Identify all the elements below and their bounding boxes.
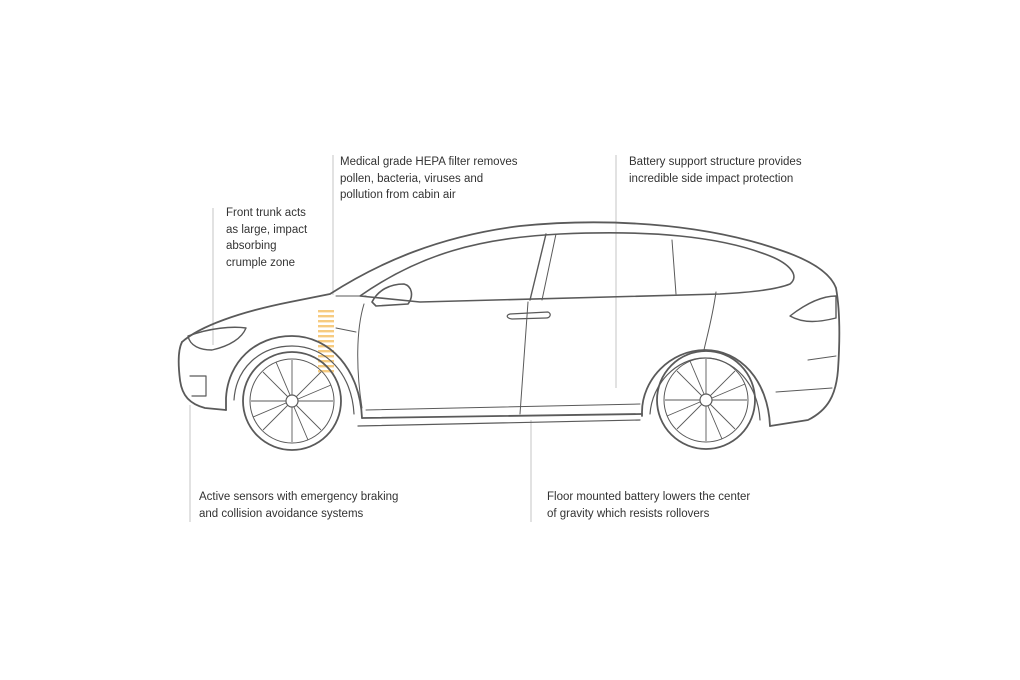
callout-line: Medical grade HEPA filter removes [340, 156, 518, 168]
rear-wheel [656, 350, 756, 450]
callout-line: Active sensors with emergency braking [199, 491, 399, 503]
leader-lines [189, 155, 617, 522]
hepa-filter-highlight [318, 310, 334, 373]
callout-battery-support: Battery support structure provides incre… [629, 154, 802, 187]
callout-line: incredible side impact protection [629, 172, 794, 185]
callout-line: Battery support structure provides [629, 156, 802, 168]
callout-line: and collision avoidance systems [199, 507, 364, 520]
callout-line: of gravity which resists rollovers [547, 507, 710, 520]
callout-front-trunk: Front trunk acts as large, impact absorb… [226, 205, 307, 271]
callout-line: Floor mounted battery lowers the center [547, 491, 751, 503]
callout-line: pollution from cabin air [340, 189, 456, 201]
callout-hepa-filter: Medical grade HEPA filter removes pollen… [340, 154, 517, 204]
callout-line: as large, impact [226, 223, 308, 236]
callout-line: Front trunk acts [226, 207, 306, 219]
front-wheel [242, 351, 342, 451]
callout-floor-battery: Floor mounted battery lowers the center … [547, 489, 750, 522]
callout-line: absorbing [226, 240, 277, 252]
callout-line: pollen, bacteria, viruses and [340, 172, 484, 185]
callout-active-sensors: Active sensors with emergency braking an… [199, 489, 398, 522]
callout-line: crumple zone [226, 256, 296, 269]
